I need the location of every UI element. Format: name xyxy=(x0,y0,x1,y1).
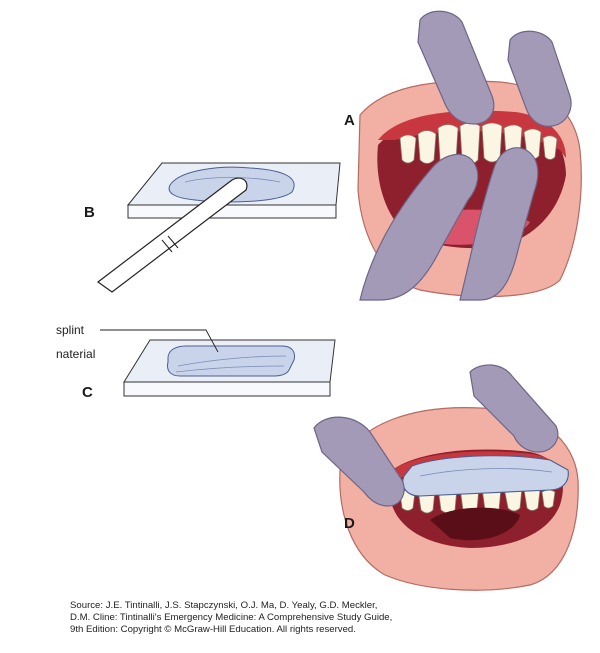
panel-a-mouth xyxy=(357,10,582,301)
panel-d-mouth xyxy=(313,364,579,591)
source-line-3: 9th Edition: Copyright © McGraw-Hill Edu… xyxy=(70,624,356,635)
panel-b-slab xyxy=(96,162,341,293)
panel-c-slab xyxy=(100,329,336,397)
splint-label-line2: naterial xyxy=(56,347,95,361)
source-citation: Source: J.E. Tintinalli, J.S. Stapczynsk… xyxy=(70,600,540,636)
panel-label-d: D xyxy=(344,515,355,532)
source-line-2: D.M. Cline: Tintinalli's Emergency Medic… xyxy=(70,612,393,623)
source-line-1: Source: J.E. Tintinalli, J.S. Stapczynsk… xyxy=(70,600,378,611)
panel-label-a: A xyxy=(344,112,355,129)
panel-label-c: C xyxy=(82,384,93,401)
splint-callout-line xyxy=(100,329,219,353)
panel-label-b: B xyxy=(84,204,95,221)
upper-teeth xyxy=(399,122,558,165)
splint-label-line1: splint xyxy=(56,323,85,337)
